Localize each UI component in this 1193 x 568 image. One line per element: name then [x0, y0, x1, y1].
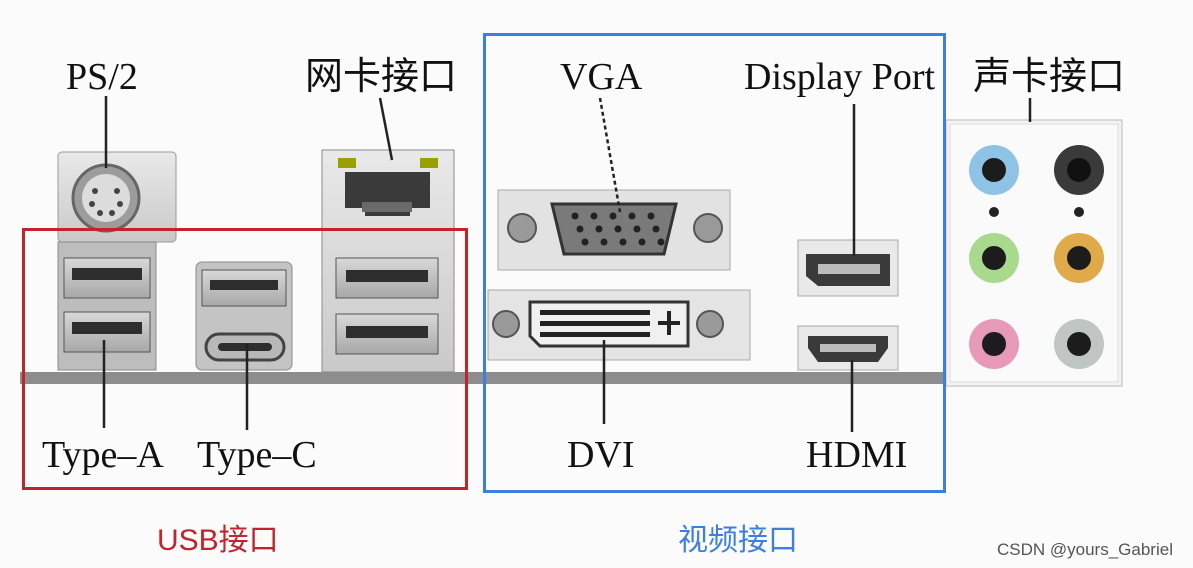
- video-group-caption: 视频接口: [678, 526, 798, 556]
- audio-jacks: [946, 120, 1122, 386]
- usb-group-caption: USB接口: [157, 526, 279, 556]
- lan-label: 网卡接口: [305, 58, 457, 96]
- type-c-label: Type–C: [197, 436, 317, 474]
- watermark: CSDN @yours_Gabriel: [997, 540, 1173, 560]
- video-group-frame: [483, 33, 946, 493]
- displayport-label: Display Port: [744, 58, 935, 96]
- type-a-label: Type–A: [42, 436, 164, 474]
- ps2-label: PS/2: [66, 58, 138, 96]
- vga-label: VGA: [560, 58, 642, 96]
- dvi-label: DVI: [567, 436, 635, 474]
- hdmi-label: HDMI: [806, 436, 907, 474]
- audio-label: 声卡接口: [973, 58, 1125, 96]
